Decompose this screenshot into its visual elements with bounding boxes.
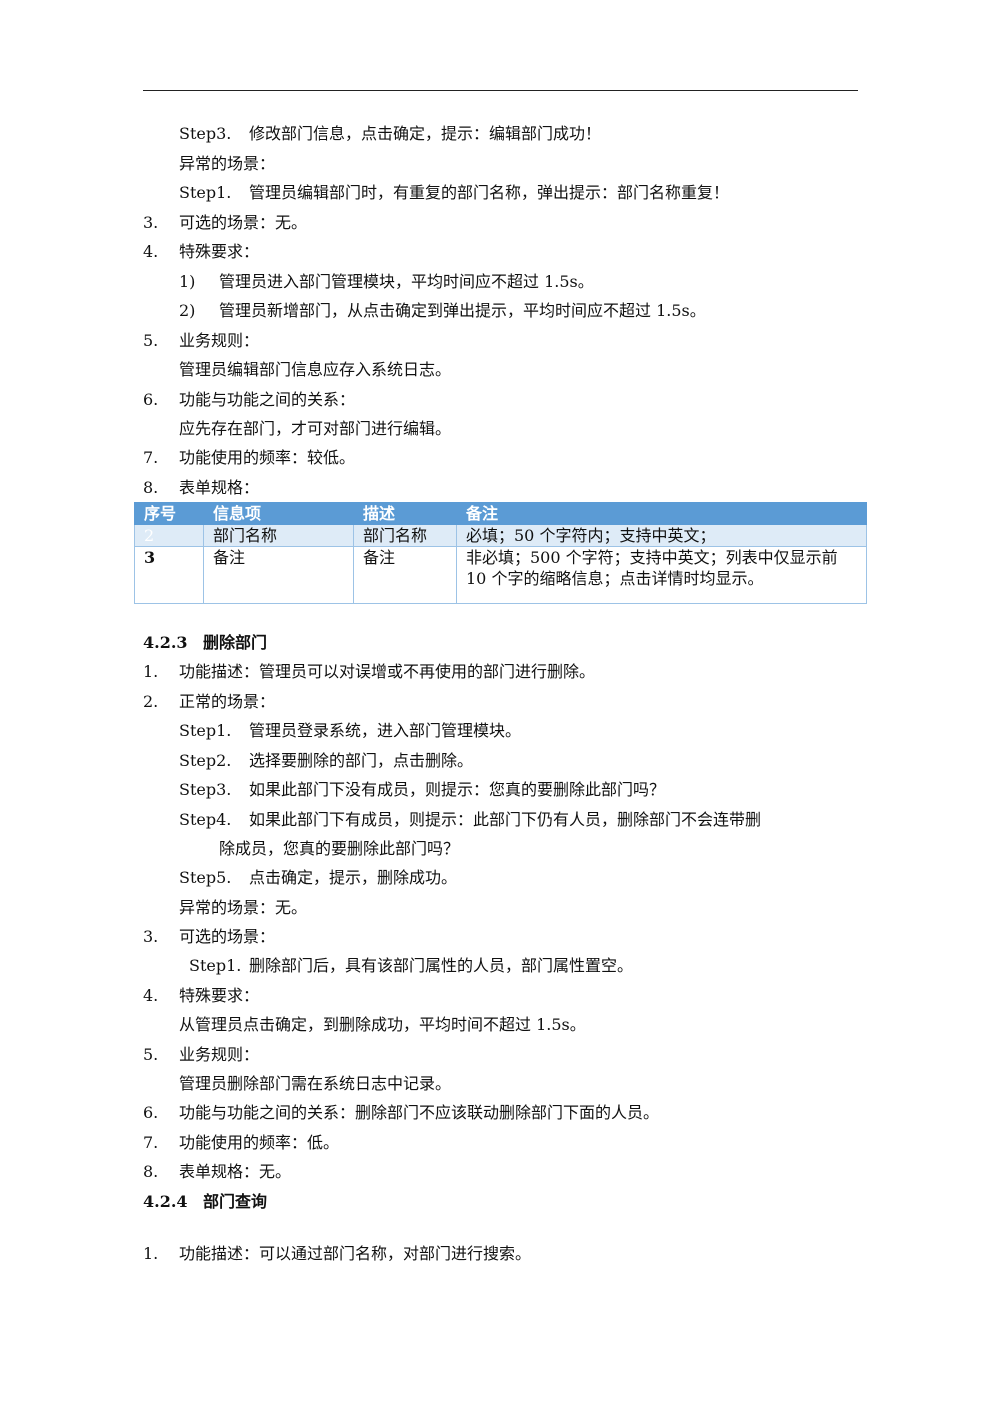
list-label: Step3. <box>179 780 232 799</box>
header-cell: 信息项 <box>203 502 354 525</box>
paragraph-line: 点击确定，提示，删除成功。 <box>249 868 458 887</box>
paragraph-line: 业务规则： <box>179 1045 260 1064</box>
section-number: 4.2.4 <box>143 1192 188 1211</box>
list-label: 4. <box>143 242 159 261</box>
list-label: 3. <box>143 213 159 232</box>
table-cell: 备注 <box>353 546 457 604</box>
list-label: 8. <box>143 1162 159 1181</box>
list-label: 4. <box>143 986 159 1005</box>
table-row: 3 备注 备注 非必填；500 个字符；支持中英文；列表中仅显示前 10 个字的… <box>134 546 867 604</box>
paragraph-line: 功能使用的频率：较低。 <box>179 448 356 467</box>
paragraph-line: 特殊要求： <box>179 242 260 261</box>
header-cell: 描述 <box>353 502 457 525</box>
paragraph-line: 管理员登录系统，进入部门管理模块。 <box>249 721 522 740</box>
section-number: 4.2.3 <box>143 633 188 652</box>
table-cell: 部门名称 <box>203 524 354 547</box>
paragraph-line: 可选的场景： <box>179 927 276 946</box>
list-label: 5. <box>143 1045 159 1064</box>
paragraph-line: 功能与功能之间的关系：删除部门不应该联动删除部门下面的人员。 <box>179 1103 660 1122</box>
list-label: 2. <box>143 692 159 711</box>
paragraph-line: 管理员进入部门管理模块，平均时间应不超过 1.5s。 <box>219 272 594 291</box>
paragraph-line: 应先存在部门，才可对部门进行编辑。 <box>179 419 452 438</box>
paragraph-line: 异常的场景： <box>179 154 276 173</box>
list-label: 8. <box>143 478 159 497</box>
table-row: 2 部门名称 部门名称 必填；50 个字符内；支持中英文； <box>134 524 867 547</box>
paragraph-line: 功能与功能之间的关系： <box>179 390 356 409</box>
list-label: Step1. <box>179 183 232 202</box>
section-heading: 删除部门 <box>203 633 268 652</box>
list-label: 1. <box>143 1244 159 1263</box>
paragraph-line: 删除部门后，具有该部门属性的人员，部门属性置空。 <box>249 956 634 975</box>
list-label: 7. <box>143 1133 159 1152</box>
table-cell: 必填；50 个字符内；支持中英文； <box>456 524 867 547</box>
list-label: Step4. <box>179 810 232 829</box>
list-label: Step3. <box>179 124 232 143</box>
table-cell: 3 <box>134 546 204 604</box>
paragraph-line: 从管理员点击确定，到删除成功，平均时间不超过 1.5s。 <box>179 1015 586 1034</box>
paragraph-line: 可选的场景：无。 <box>179 213 308 232</box>
paragraph-line: 如果此部门下没有成员，则提示：您真的要删除此部门吗？ <box>249 780 666 799</box>
header-cell: 序号 <box>134 502 204 525</box>
list-label: Step2. <box>179 751 232 770</box>
section-heading: 部门查询 <box>203 1192 268 1211</box>
paragraph-line: 正常的场景： <box>179 692 276 711</box>
form-spec-table: 序号 信息项 描述 备注 2 部门名称 部门名称 必填；50 个字符内；支持中英… <box>134 502 867 604</box>
table-header-row: 序号 信息项 描述 备注 <box>134 502 867 525</box>
table-cell: 部门名称 <box>353 524 457 547</box>
paragraph-line: 功能描述：管理员可以对误增或不再使用的部门进行删除。 <box>179 662 596 681</box>
table-cell: 2 <box>134 524 204 547</box>
list-label: 5. <box>143 331 159 350</box>
list-label: 7. <box>143 448 159 467</box>
paragraph-line: 功能使用的频率：低。 <box>179 1133 340 1152</box>
list-label: 1. <box>143 662 159 681</box>
paragraph-line: 选择要删除的部门，点击删除。 <box>249 751 474 770</box>
paragraph-line: 管理员新增部门，从点击确定到弹出提示，平均时间应不超过 1.5s。 <box>219 301 706 320</box>
list-label: 2) <box>179 301 196 320</box>
list-label: Step5. <box>179 868 232 887</box>
paragraph-line: 异常的场景：无。 <box>179 898 308 917</box>
list-label: Step1. <box>189 956 242 975</box>
list-label: 1) <box>179 272 196 291</box>
paragraph-line: 表单规格： <box>179 478 260 497</box>
paragraph-line: 功能描述：可以通过部门名称，对部门进行搜索。 <box>179 1244 532 1263</box>
list-label: Step1. <box>179 721 232 740</box>
paragraph-line: 业务规则： <box>179 331 260 350</box>
list-label: 3. <box>143 927 159 946</box>
list-label: 6. <box>143 1103 159 1122</box>
header-cell: 备注 <box>456 502 867 525</box>
paragraph-line: 表单规格：无。 <box>179 1162 292 1181</box>
paragraph-line: 管理员编辑部门信息应存入系统日志。 <box>179 360 452 379</box>
header-rule <box>143 90 858 91</box>
list-label: 6. <box>143 390 159 409</box>
paragraph-line: 管理员删除部门需在系统日志中记录。 <box>179 1074 452 1093</box>
paragraph-line: 除成员，您真的要删除此部门吗？ <box>219 839 460 858</box>
paragraph-line: 修改部门信息，点击确定，提示：编辑部门成功！ <box>249 124 602 143</box>
paragraph-line: 管理员编辑部门时，有重复的部门名称，弹出提示：部门名称重复！ <box>249 183 730 202</box>
table-cell: 备注 <box>203 546 354 604</box>
paragraph-line: 特殊要求： <box>179 986 260 1005</box>
paragraph-line: 如果此部门下有成员，则提示：此部门下仍有人员，删除部门不会连带删 <box>249 810 762 829</box>
table-cell: 非必填；500 个字符；支持中英文；列表中仅显示前 10 个字的缩略信息；点击详… <box>456 546 867 604</box>
